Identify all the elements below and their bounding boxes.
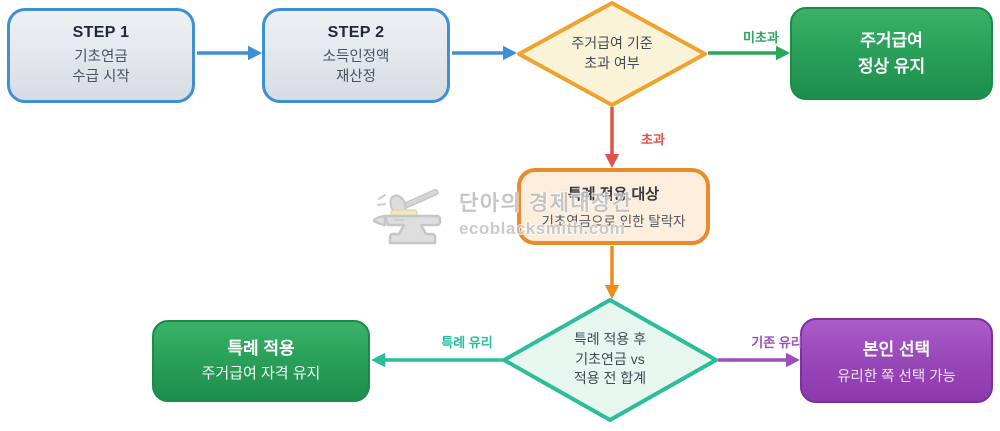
edge-step2-decision1	[452, 45, 517, 61]
keep-normal-line1: 주거급여	[860, 30, 923, 50]
special-target-subtitle: 기초연금으로 인한 탈락자	[541, 214, 686, 229]
node-special-apply: 특례 적용 주거급여 자격 유지	[152, 320, 370, 402]
step2-title: STEP 2	[327, 24, 385, 41]
self-choice-title: 본인 선택	[862, 340, 931, 359]
step1-title: STEP 1	[72, 24, 130, 41]
node-special-target: 특례 적용 대상 기초연금으로 인한 탈락자	[517, 168, 710, 245]
special-apply-subtitle: 주거급여 자격 유지	[201, 365, 321, 382]
edge-label-special-better: 특례 유리	[441, 335, 493, 350]
node-keep-normal: 주거급여 정상 유지	[790, 7, 993, 100]
node-step2: STEP 2 소득인정액 재산정	[262, 8, 450, 103]
decision2-line3: 적용 전 합계	[573, 370, 647, 386]
edge-label-not-exceeded: 미초과	[743, 30, 779, 45]
edge-decision2-special-apply	[371, 352, 503, 368]
step2-line1: 소득인정액	[322, 49, 390, 65]
edge-step1-step2	[197, 45, 262, 61]
edge-decision1-special-target	[604, 107, 620, 168]
decision2-diamond	[502, 298, 718, 422]
self-choice-subtitle: 유리한 쪽 선택 가능	[837, 369, 956, 385]
edge-decision1-keep-normal	[708, 45, 790, 61]
edge-label-exceeded: 초과	[641, 132, 665, 147]
special-target-title: 특례 적용 대상	[567, 186, 660, 203]
step2-line2: 재산정	[335, 69, 376, 85]
decision2-label: 특례 적용 후 기초연금 vs 적용 전 합계	[530, 330, 690, 389]
edge-label-existing-better: 기존 유리	[751, 335, 803, 350]
edge-decision2-self-choice	[718, 352, 800, 368]
keep-normal-line2: 정상 유지	[857, 56, 926, 76]
step1-line2: 수급 시작	[72, 69, 130, 85]
decision1-line2: 초과 여부	[584, 54, 640, 71]
decision1-line1: 주거급여 기준	[571, 35, 653, 51]
edge-special-target-decision2	[604, 246, 620, 299]
node-step1: STEP 1 기초연금 수급 시작	[7, 8, 195, 103]
decision2-line1: 특례 적용 후	[573, 331, 647, 347]
decision2-line2: 기초연금 vs	[575, 350, 645, 367]
special-apply-title: 특례 적용	[227, 339, 295, 358]
decision1-label: 주거급여 기준 초과 여부	[532, 34, 692, 73]
decision1-diamond	[517, 1, 707, 107]
node-self-choice: 본인 선택 유리한 쪽 선택 가능	[800, 318, 993, 403]
step1-line1: 기초연금	[74, 49, 128, 65]
